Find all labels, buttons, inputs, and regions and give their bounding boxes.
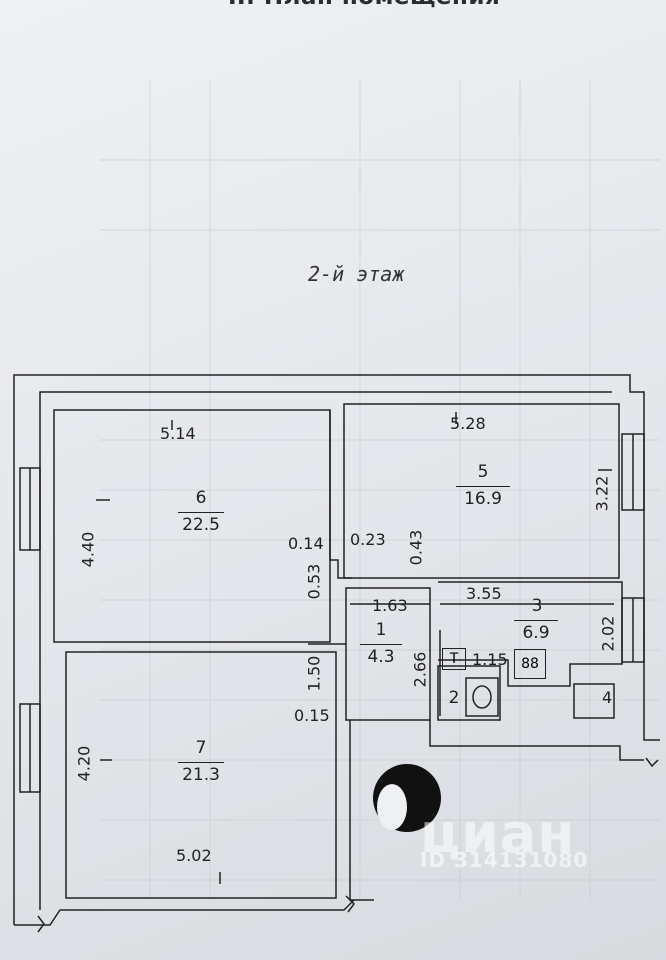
dim-room3-height: 2.02: [598, 615, 618, 652]
toilet-icon: [465, 677, 499, 717]
floor-label: 2-й этаж: [308, 262, 405, 286]
room-7-number: 7: [195, 738, 207, 758]
room-6-area: 22.5: [178, 512, 224, 535]
room-1-outline: [345, 587, 431, 721]
room-5-number: 5: [477, 462, 489, 482]
room-1-area: 4.3: [360, 644, 402, 667]
watermark-brand: циан: [420, 802, 576, 865]
room-1-number: 1: [375, 620, 387, 640]
dim-room1-width: 1.63: [372, 596, 408, 615]
stove-symbol: 88: [514, 649, 546, 679]
dim-partition-014: 0.14: [288, 534, 324, 553]
cian-logo-icon: [373, 764, 441, 832]
dim-partition-023: 0.23: [350, 530, 386, 549]
dim-wall-015: 0.15: [294, 706, 330, 725]
watermark-id: ID 314131080: [420, 848, 589, 872]
toilet-symbol: T: [442, 648, 466, 670]
dim-room5-width: 5.28: [450, 414, 486, 433]
room-6-number: 6: [195, 488, 207, 508]
dim-partition-043: 0.43: [406, 529, 426, 566]
dim-room2-height: 2.66: [410, 651, 430, 688]
dim-room7-width: 5.02: [176, 846, 212, 865]
dim-room3-width: 3.55: [466, 584, 502, 603]
room-5-area: 16.9: [456, 486, 510, 509]
dim-room2-width: 1.15: [472, 650, 508, 669]
room-7-area: 21.3: [178, 762, 224, 785]
room-5-outline: [343, 403, 620, 579]
room-2-number: 2: [448, 688, 460, 708]
dim-room6-width: 5.14: [160, 424, 196, 443]
room-3-outline: [438, 581, 623, 687]
page-title: II. План помещения: [228, 0, 500, 10]
outer-wall: [13, 374, 660, 925]
room-4-outline: [573, 683, 615, 719]
room-4-number: 4: [602, 688, 613, 707]
room-2-outline: [437, 665, 501, 721]
dim-room6-height: 4.40: [78, 531, 98, 568]
room-7-outline: [65, 651, 337, 899]
dim-room5-height: 3.22: [592, 475, 612, 512]
dim-partition-053: 0.53: [304, 563, 324, 600]
room-3-area: 6.9: [514, 620, 558, 643]
dim-room1-height: 1.50: [304, 655, 324, 692]
room-3-number: 3: [531, 596, 543, 616]
dim-room7-height: 4.20: [74, 745, 94, 782]
